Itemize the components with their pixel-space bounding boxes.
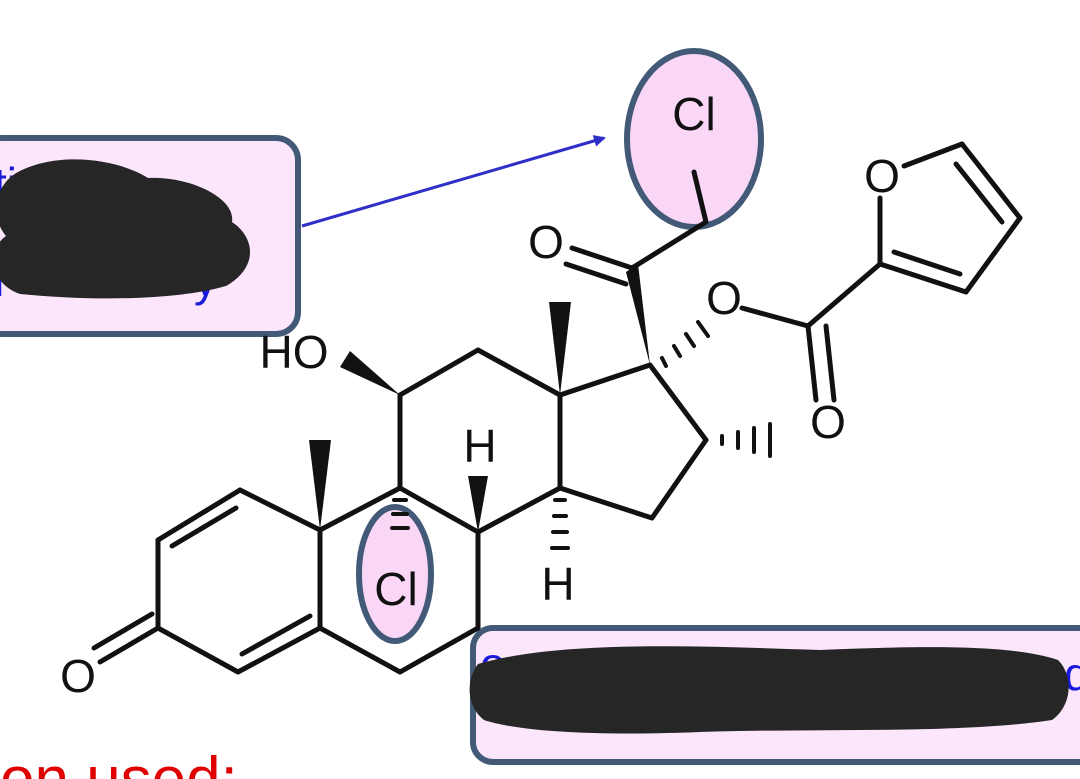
atom-chlorine-ring: Cl (374, 563, 417, 615)
left-callout-redaction (0, 159, 250, 299)
stereo-hashes (390, 320, 772, 550)
atom-chlorine-top: Cl (672, 88, 715, 140)
atom-carbonyl-oxygen: O (810, 396, 846, 448)
bottom-callout-redaction (469, 646, 1069, 734)
caption-text: on used: (0, 745, 238, 779)
atom-enone-oxygen: O (60, 650, 96, 702)
atom-ketone-oxygen: O (528, 216, 564, 268)
atom-ester-oxygen: O (706, 272, 742, 324)
chlorine-ring-highlight (356, 504, 434, 644)
bottom-callout: o d (469, 625, 1080, 765)
atom-hydroxyl: HO (260, 326, 329, 378)
left-callout: ti r y (0, 135, 301, 337)
atom-hydrogen-b-ring: H (463, 420, 496, 472)
callout-arrow (301, 135, 606, 228)
bond-skeleton (91, 141, 1023, 675)
atom-furan-oxygen: O (864, 150, 900, 202)
atom-hydrogen-c-ring: H (541, 558, 574, 610)
stereo-wedges (309, 264, 650, 532)
